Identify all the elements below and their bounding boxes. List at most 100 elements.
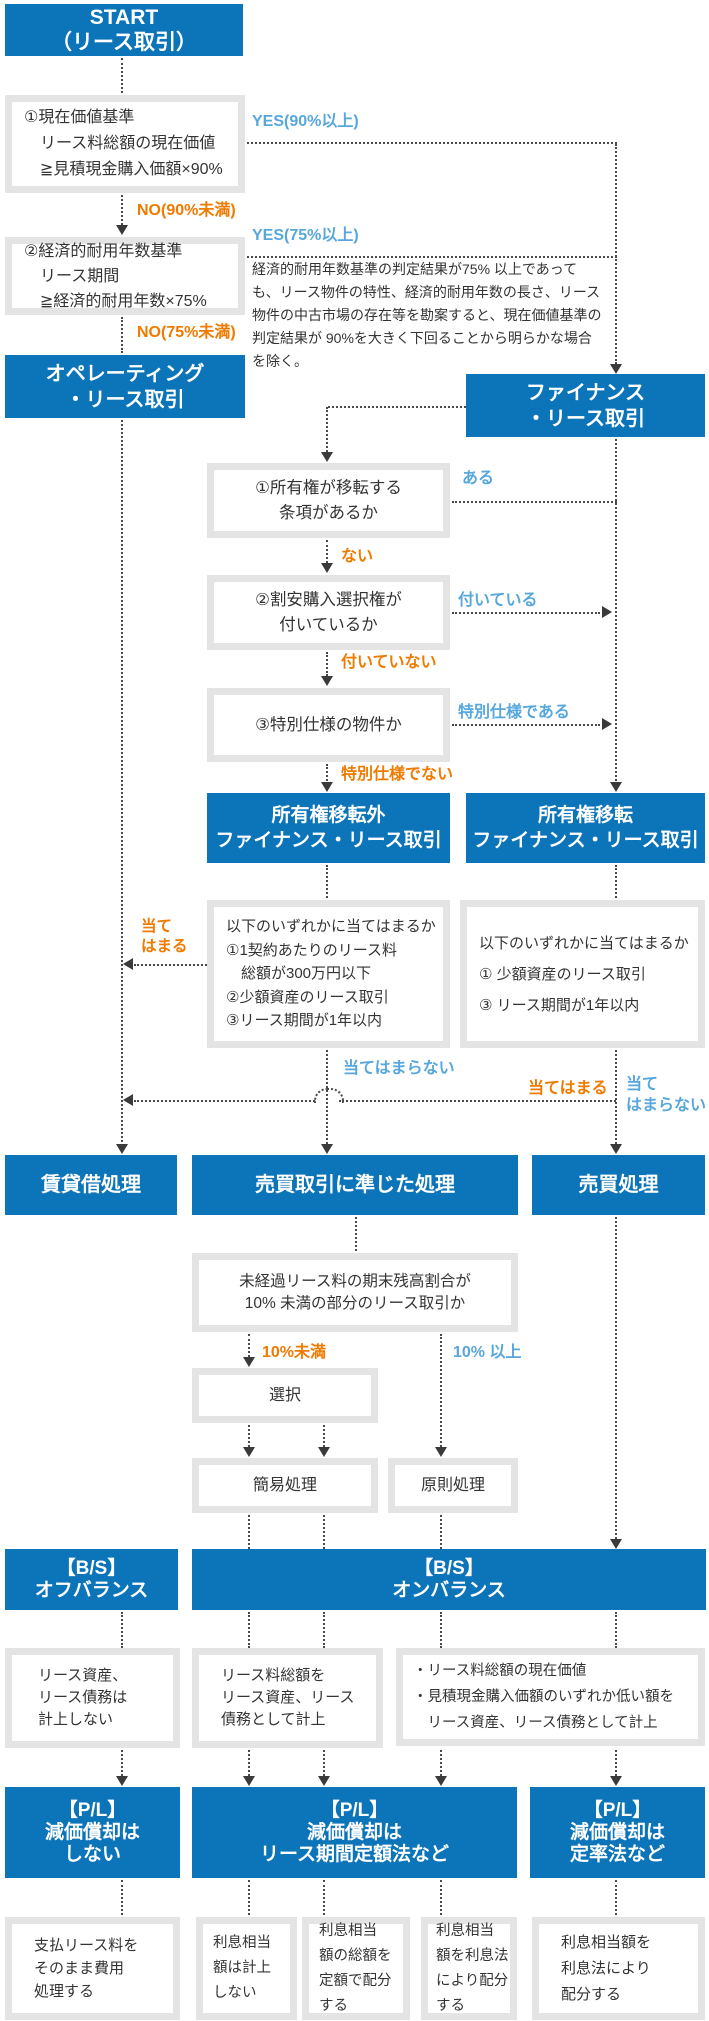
pl-declining-balance-node: 【P/L】減価償却は定率法など (530, 1787, 705, 1878)
non-transfer-finance-lease-node: 所有権移転外ファイナンス・リース取引 (207, 793, 450, 863)
connector-q1-q2 (326, 540, 328, 563)
pl-no-depreciation-node: 【P/L】減価償却はしない (5, 1787, 180, 1878)
bs-on-balance-node: 【B/S】オンバランス (192, 1549, 706, 1610)
label-no75: NO(75%未満) (137, 324, 236, 341)
connector-q3-down (326, 764, 328, 781)
interest-not-recorded-box: 利息相当額は計上しない (196, 1917, 297, 2020)
connector-finance-left (328, 406, 466, 408)
finance-lease-node: ファイナンス・リース取引 (466, 374, 705, 437)
connector-select-left (248, 1425, 250, 1447)
interest-method-wide-box: 利息相当額を利息法により配分する (532, 1917, 705, 2020)
arrowhead-is-special-right (602, 718, 612, 730)
arrowhead-rental (116, 1144, 128, 1154)
connector-quasi-remaining (355, 1217, 357, 1251)
connector-desc-pl-4 (440, 1750, 442, 1776)
connector-desc-pl-3 (323, 1750, 325, 1776)
connector-applies-long-right (339, 1100, 616, 1102)
arrowhead-bson-right (610, 1539, 622, 1549)
connector-is-special (452, 724, 600, 726)
connector-under10-down (248, 1334, 250, 1357)
quasi-sale-treatment-node: 売買取引に準じた処理 (192, 1155, 518, 1215)
label-no-option: 付いていない (341, 654, 437, 671)
label-no90: NO(90%未満) (137, 202, 236, 219)
connector-bson-desc-1 (248, 1612, 250, 1648)
arrowhead-q2 (321, 563, 333, 573)
transfer-finance-lease-node: 所有権移転ファイナンス・リース取引 (466, 793, 705, 863)
pl-straight-line-node: 【P/L】減価償却はリース期間定額法など (192, 1787, 517, 1878)
useful-life-note: 経済的耐用年数基準の判定結果が75% 以上であっても、リース物件の特性、経済的耐… (252, 261, 602, 369)
connector-transfer-cond (615, 865, 617, 898)
sale-treatment-node: 売買処理 (532, 1155, 705, 1215)
question-bargain-purchase-box: ②割安購入選択権が付いているか (207, 575, 450, 650)
label-is-special: 特別仕様である (458, 704, 570, 721)
connector-pl-btm-1 (121, 1880, 123, 1915)
label-no-clause: ない (341, 548, 374, 565)
connector-bson-desc-2 (323, 1612, 325, 1648)
arrowhead-simple-2 (318, 1447, 330, 1457)
bs-off-balance-node: 【B/S】オフバランス (5, 1549, 178, 1610)
arrowhead-principle (435, 1447, 447, 1457)
arrowhead-applies-left (123, 958, 133, 970)
connector-finance-to-q1 (326, 407, 328, 452)
arrowhead-simple-1 (243, 1447, 255, 1457)
arrowhead-pl-3 (318, 1776, 330, 1786)
arrowhead-pl-4 (435, 1776, 447, 1786)
arrowhead-pl-5 (610, 1776, 622, 1786)
label-not-applies-right: 当てはまらない (626, 1076, 707, 1114)
connector-simple-bs-2 (323, 1515, 325, 1549)
arrowhead-select (243, 1357, 255, 1367)
connector-has-option (452, 612, 600, 614)
arrowhead-nontransfer (321, 782, 333, 792)
label-over10: 10% 以上 (453, 1344, 522, 1361)
interest-method-box: 利息相当額を利息法により配分する (421, 1917, 517, 2020)
connector-yes75-right (247, 256, 617, 258)
connector-bsoff-desc (121, 1612, 123, 1648)
connector-sale-down (615, 1217, 617, 1539)
arrowhead-sale (610, 1144, 622, 1154)
arrowhead-q1 (321, 452, 333, 462)
label-has-clause: ある (462, 470, 495, 487)
label-has-option: 付いている (458, 592, 538, 609)
connector-desc-pl-1 (121, 1750, 123, 1776)
label-applies-right: 当てはまる (528, 1080, 608, 1097)
connector-applies-long-left (134, 1100, 315, 1102)
connector-bson-desc-3 (440, 1612, 442, 1648)
bs-on-description-right-box: ・リース料総額の現在価値・見積現金購入価額のいずれか低い額を リース資産、リース… (396, 1648, 705, 1746)
label-not-applies-center: 当てはまらない (343, 1060, 455, 1077)
connector-desc-pl-2 (248, 1750, 250, 1776)
connector-no75-down (121, 317, 123, 353)
arrowhead-no90 (116, 225, 128, 235)
arrowhead-quasi-sale (321, 1144, 333, 1154)
label-under10: 10%未満 (262, 1344, 327, 1361)
bs-off-description-box: リース資産、リース債務は計上しない (5, 1648, 180, 1748)
connector-cond-left-down (326, 1050, 328, 1144)
principle-treatment-box: 原則処理 (388, 1458, 518, 1513)
connector-over10-down (440, 1334, 442, 1447)
connector-pl-btm-3 (323, 1880, 325, 1915)
question-special-spec-box: ③特別仕様の物件か (207, 688, 450, 762)
arrowhead-applies-long-left (123, 1094, 133, 1106)
present-value-criterion-box: ①現在価値基準 リース料総額の現在価値 ≧見積現金購入価額×90% (5, 95, 245, 193)
connector-has-clause (452, 501, 617, 503)
connector-start-down (121, 58, 123, 93)
arrowhead-has-option-right (602, 606, 612, 618)
connector-no90-down (121, 195, 123, 225)
start-node: START（リース取引） (5, 4, 243, 56)
connector-cond-right-down (615, 1050, 617, 1144)
connector-operating-down (121, 420, 123, 1142)
question-ownership-transfer-box: ①所有権が移転する条項があるか (207, 463, 450, 538)
connector-pl-btm-2 (248, 1880, 250, 1915)
arrowhead-pl-2 (243, 1776, 255, 1786)
connector-q2-q3 (326, 652, 328, 676)
connector-pl-btm-4 (440, 1880, 442, 1915)
connector-applies-left (134, 964, 207, 966)
interest-straight-line-box: 利息相当額の総額を定額で配分する (302, 1917, 410, 2020)
connector-crossover-hop (314, 1088, 344, 1103)
connector-yes-right-down (615, 144, 617, 364)
connector-nontransfer-cond (326, 865, 328, 898)
connector-pl-btm-5 (615, 1880, 617, 1915)
label-not-special: 特別仕様でない (341, 766, 454, 783)
